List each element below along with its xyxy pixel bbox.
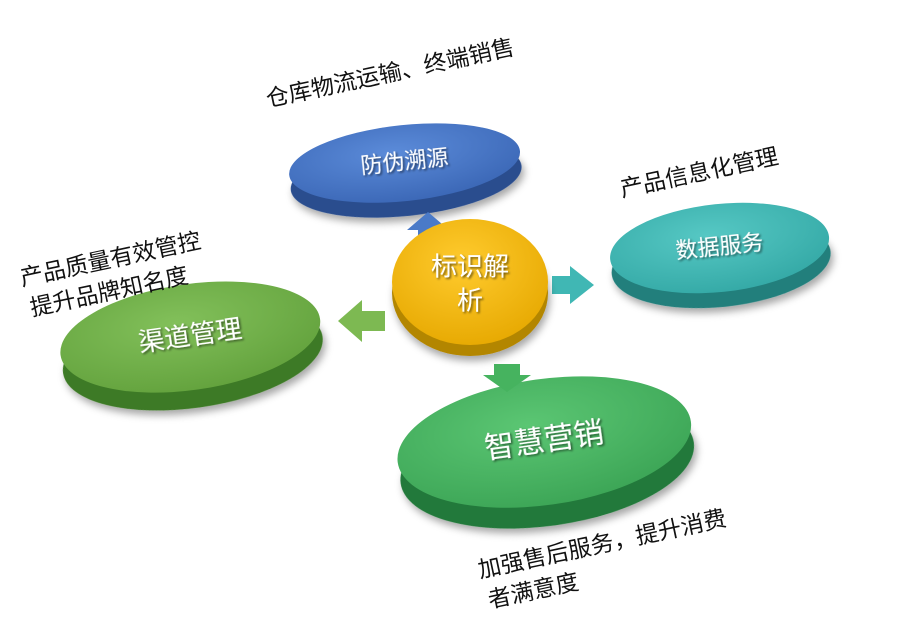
node-center: 标识解 析 [392, 219, 548, 356]
caption-data-service: 产品信息化管理 [618, 144, 781, 203]
arrow-down [483, 364, 531, 392]
node-marketing-top [397, 376, 692, 508]
arrow-left [338, 300, 385, 342]
caption-traceability: 仓库物流运输、终端销售 [264, 35, 517, 113]
node-center-label-line2: 析 [457, 287, 483, 317]
node-center-label-line1: 标识解 [431, 253, 509, 283]
node-data-service: 数据服务 [610, 202, 831, 309]
node-data-service-top [610, 202, 830, 294]
arrow-up [407, 212, 449, 238]
arrow-right [552, 266, 594, 304]
node-traceability-top [289, 123, 521, 203]
node-traceability: 防伪溯源 [289, 123, 522, 218]
node-channel-top [60, 281, 321, 393]
node-center-top [392, 219, 548, 345]
node-channel: 渠道管理 [60, 281, 323, 411]
node-marketing: 智慧营销 [397, 376, 695, 529]
